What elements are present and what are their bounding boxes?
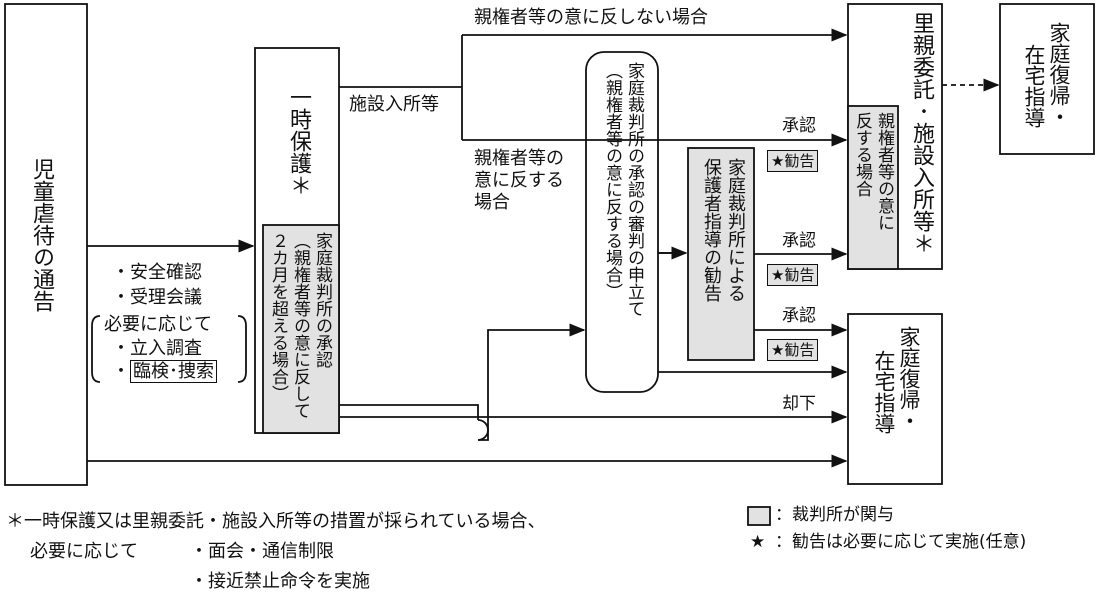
- footnote-visit-limit: ・面会・通信制限: [190, 541, 334, 562]
- initial-item-meeting: ・受理会議: [112, 287, 202, 308]
- not-against-label: 親権者等の意に反しない場合: [474, 7, 708, 28]
- foster-title: 里親委託･施設入所等＊: [909, 12, 934, 254]
- initial-bracket-right: [237, 315, 247, 383]
- return-home-top-col2: 在宅指導: [1022, 44, 1046, 128]
- recommendation-badge-1: ★勧告: [767, 150, 819, 172]
- temp-approval-col2: （親権者等の意に反して: [290, 232, 310, 419]
- dismissal-label: 却下: [782, 394, 816, 414]
- court-recommendation-col2: 保護者指導の勧告: [701, 158, 722, 302]
- temp-approval-col1: 家庭裁判所の承認: [312, 232, 332, 368]
- approval-label-3: 承認: [782, 306, 816, 326]
- recommendation-badge-2: ★勧告: [767, 264, 819, 286]
- temp-approval-col3: ２カ月を超える場合）: [268, 232, 288, 402]
- initial-item-search: ・臨検･捜索: [112, 360, 217, 383]
- temp-approval-box: [262, 224, 340, 434]
- legend-star-icon: ★: [750, 532, 766, 552]
- initial-item-safety: ・安全確認: [112, 262, 202, 283]
- return-home-bottom-col1: 家庭復帰・: [897, 326, 921, 431]
- footnote-restraint: ・接近禁止命令を実施: [190, 571, 370, 592]
- against-label-1: 親権者等の: [474, 148, 564, 169]
- return-home-top-box: [999, 3, 1095, 155]
- legend-star-text: ：勧告は必要に応じて実施(任意): [775, 532, 1027, 552]
- footnote-needed: 必要に応じて: [30, 541, 138, 562]
- admission-label: 施設入所等: [349, 94, 439, 115]
- initial-item-search-boxed: 臨検･捜索: [130, 360, 217, 383]
- court-recommendation-box: [687, 147, 755, 361]
- against-label-3: 場合: [474, 192, 510, 213]
- notification-box: [4, 3, 88, 486]
- against-label-2: 意に反する: [474, 170, 564, 191]
- petition-box: [585, 51, 659, 393]
- recommendation-badge-3: ★勧告: [767, 339, 819, 361]
- return-home-bottom-col2: 在宅指導: [872, 350, 896, 434]
- initial-bracket-left: [91, 315, 101, 383]
- court-recommendation-col1: 家庭裁判所による: [725, 158, 746, 302]
- temp-protection-title: 一時保護＊: [286, 86, 311, 196]
- hop-over: [477, 419, 489, 441]
- foster-sub-box: [847, 105, 899, 270]
- initial-item-inspection: ・立入調査: [112, 338, 202, 359]
- notification-label: 児童虐待の通告: [29, 158, 54, 312]
- line-temp-to-petition: [339, 330, 584, 441]
- return-home-top-col1: 家庭復帰・: [1047, 22, 1071, 127]
- footnote-line-1: ＊一時保護又は里親委託・施設入所等の措置が採られている場合、: [6, 511, 546, 532]
- foster-sub-col2: 反する場合: [852, 112, 872, 197]
- foster-sub-col1: 親権者等の意に: [874, 112, 894, 231]
- legend-court-swatch: [747, 506, 771, 526]
- initial-item-search-prefix: ・: [112, 361, 130, 382]
- return-home-bottom-box: [847, 313, 943, 485]
- initial-needed: 必要に応じて: [104, 314, 212, 335]
- petition-col2: （親権者等の意に反する場合）: [602, 62, 622, 300]
- approval-label-1: 承認: [782, 116, 816, 136]
- petition-col1: 家庭裁判所の承認の審判の申立て: [624, 62, 644, 317]
- legend-court-text: ：裁判所が関与: [775, 505, 894, 525]
- approval-label-2: 承認: [782, 231, 816, 251]
